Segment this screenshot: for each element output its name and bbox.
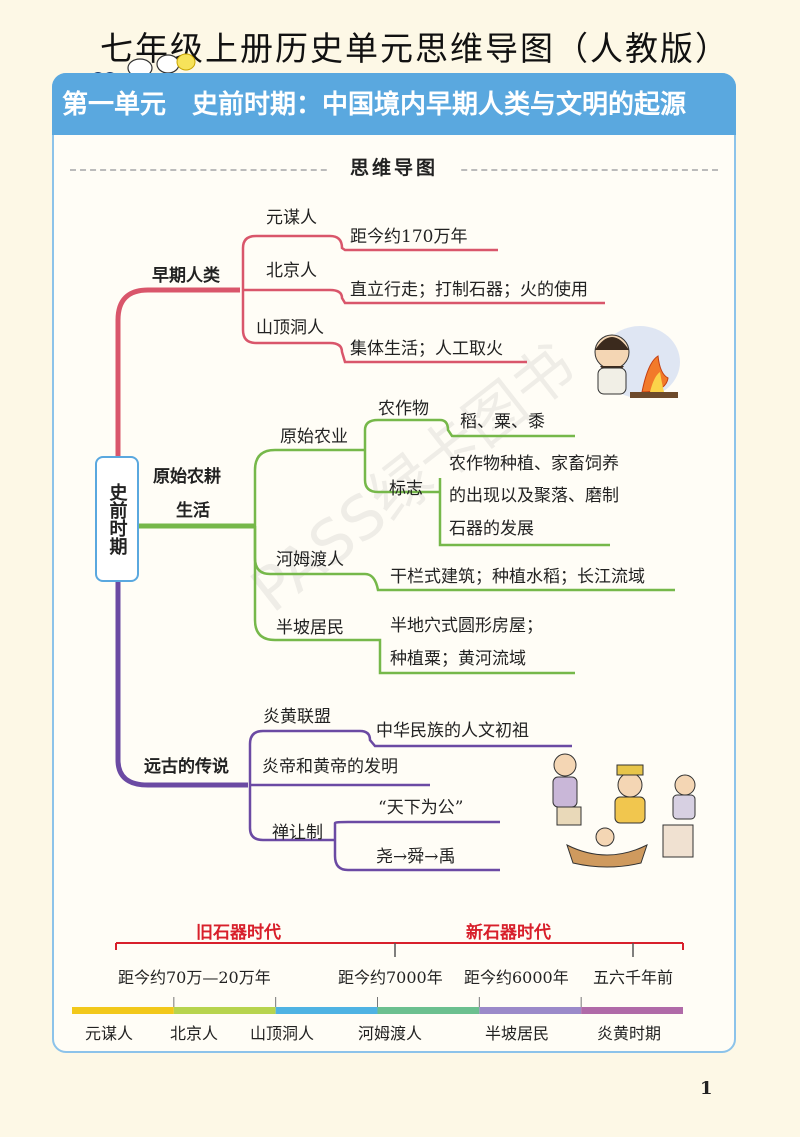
timeline-time-3: 距今约6000年 <box>464 968 569 987</box>
node-sign-line1: 农作物种植、家畜饲养 <box>449 454 619 474</box>
branch-farming-label-1: 原始农耕 <box>153 467 221 487</box>
node-shanding: 山顶洞人 <box>256 318 324 338</box>
node-shanrang: 禅让制 <box>272 823 323 843</box>
node-primitive-agriculture: 原始农业 <box>280 427 348 447</box>
node-shanrang-line1: “天下为公” <box>378 798 464 818</box>
branch-early-humans: 早期人类 <box>152 266 220 286</box>
chick-decoration-icon <box>91 53 196 78</box>
unit-banner-title: 第一单元 史前时期：中国境内早期人类与文明的起源 <box>62 90 687 120</box>
timeline-bar-segment <box>275 1007 378 1014</box>
era-neolithic: 新石器时代 <box>466 923 551 943</box>
node-yanhuang-detail: 中华民族的人文初祖 <box>376 721 529 741</box>
timeline-bar-segment <box>377 1007 480 1014</box>
node-beijing-detail: 直立行走；打制石器；火的使用 <box>350 280 588 300</box>
timeline-name-3: 山顶洞人 <box>250 1024 315 1043</box>
timeline-name-5: 半坡居民 <box>485 1024 550 1043</box>
caveman-fire-illustration <box>594 326 680 398</box>
timeline-name-2: 北京人 <box>170 1024 219 1043</box>
node-yanhuang: 炎黄联盟 <box>263 707 331 727</box>
node-crops: 农作物 <box>378 399 429 419</box>
node-inventions: 炎帝和黄帝的发明 <box>262 757 398 777</box>
node-yuanmou-detail: 距今约170万年 <box>350 227 468 247</box>
timeline-axis <box>115 942 684 957</box>
node-beijing: 北京人 <box>266 261 317 281</box>
root-node-box <box>95 456 139 582</box>
node-crops-detail: 稻、粟、黍 <box>460 412 545 432</box>
mindmap-heading: 思维导图 <box>330 153 458 180</box>
branch-legends: 远古的传说 <box>144 757 229 777</box>
legend-figures-illustration <box>552 753 696 868</box>
era-paleolithic: 旧石器时代 <box>196 923 281 943</box>
timeline-name-4: 河姆渡人 <box>358 1024 423 1043</box>
timeline-time-4: 五六千年前 <box>593 968 674 987</box>
timeline-bar-segment <box>581 1007 683 1014</box>
node-yuanmou: 元谋人 <box>266 208 317 228</box>
node-banpo: 半坡居民 <box>276 618 344 638</box>
branch-farming-label-2: 生活 <box>176 501 210 521</box>
node-shanding-detail: 集体生活；人工取火 <box>350 339 503 359</box>
timeline-time-1: 距今约70万—20万年 <box>118 968 271 987</box>
node-banpo-line2: 种植粟；黄河流域 <box>390 649 526 669</box>
node-shanrang-line2: 尧→舜→禹 <box>376 847 456 867</box>
timeline-time-2: 距今约7000年 <box>338 968 443 987</box>
node-sign-line3: 石器的发展 <box>449 519 534 539</box>
node-sign-line2: 的出现以及聚落、磨制 <box>449 486 619 506</box>
unit-banner <box>52 73 736 135</box>
node-banpo-line1: 半地穴式圆形房屋； <box>390 616 543 636</box>
timeline-name-6: 炎黄时期 <box>597 1024 662 1043</box>
root-node-label: 史前时期 <box>106 483 128 555</box>
node-sign: 标志 <box>389 479 423 499</box>
timeline-name-1: 元谋人 <box>85 1024 134 1043</box>
timeline-bar-segment <box>173 1007 276 1014</box>
unit-card <box>52 73 736 1053</box>
timeline-bar-segment <box>72 1007 174 1014</box>
document-title: 七年级上册历史单元思维导图（人教版） <box>100 29 730 68</box>
timeline-bar-segment <box>479 1007 582 1014</box>
node-hemudu: 河姆渡人 <box>276 550 344 570</box>
node-hemudu-detail: 干栏式建筑；种植水稻；长江流域 <box>390 567 645 587</box>
page-number: 1 <box>700 1078 713 1099</box>
